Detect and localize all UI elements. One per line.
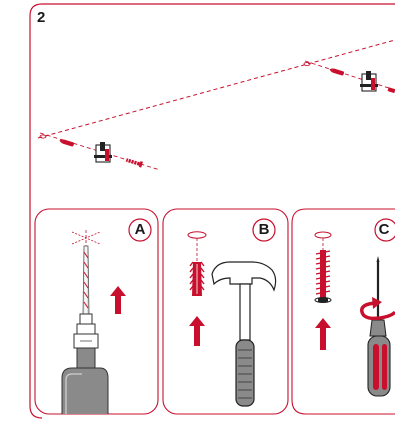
panel-a-letter: A bbox=[134, 221, 146, 238]
wall-plug-icon bbox=[189, 261, 205, 296]
bracket-icon bbox=[360, 71, 378, 92]
panel-c-letter: C bbox=[378, 221, 390, 238]
hammer-icon bbox=[211, 261, 277, 407]
step-number: 2 bbox=[37, 9, 46, 26]
panel-a-badge bbox=[128, 218, 152, 242]
bracket-assembly-left bbox=[59, 139, 143, 168]
panel-b-badge bbox=[252, 218, 276, 242]
assembly-axis-right bbox=[304, 60, 395, 91]
panel-c-badge bbox=[374, 218, 395, 242]
screwdriver-icon bbox=[367, 256, 391, 397]
bracket-icon bbox=[94, 142, 112, 163]
panel-c-frame bbox=[291, 208, 395, 415]
screw-icon bbox=[387, 87, 395, 94]
drill-mark-right bbox=[303, 61, 311, 67]
rotate-arrow-icon bbox=[360, 297, 395, 321]
panel-a bbox=[34, 208, 159, 415]
bracket-assembly-right bbox=[329, 68, 395, 94]
panel-b-frame bbox=[162, 208, 289, 415]
arrow-up-icon bbox=[110, 286, 126, 314]
wall-hole-icon bbox=[187, 231, 207, 239]
screw-icon bbox=[314, 250, 332, 304]
wall-plug-icon bbox=[329, 68, 345, 76]
arrow-up-icon bbox=[315, 318, 331, 350]
panel-b bbox=[162, 208, 289, 415]
panel-c bbox=[291, 208, 395, 415]
drill-icon bbox=[61, 245, 109, 414]
wall-level-line bbox=[37, 39, 395, 139]
wall-plug-icon bbox=[59, 139, 75, 147]
screw-icon bbox=[125, 158, 143, 168]
wall-hole-icon bbox=[314, 231, 332, 239]
panel-b-letter: B bbox=[258, 221, 270, 238]
arrow-up-icon bbox=[189, 316, 205, 346]
drill-mark-left bbox=[39, 134, 47, 139]
step-frame bbox=[29, 3, 395, 419]
